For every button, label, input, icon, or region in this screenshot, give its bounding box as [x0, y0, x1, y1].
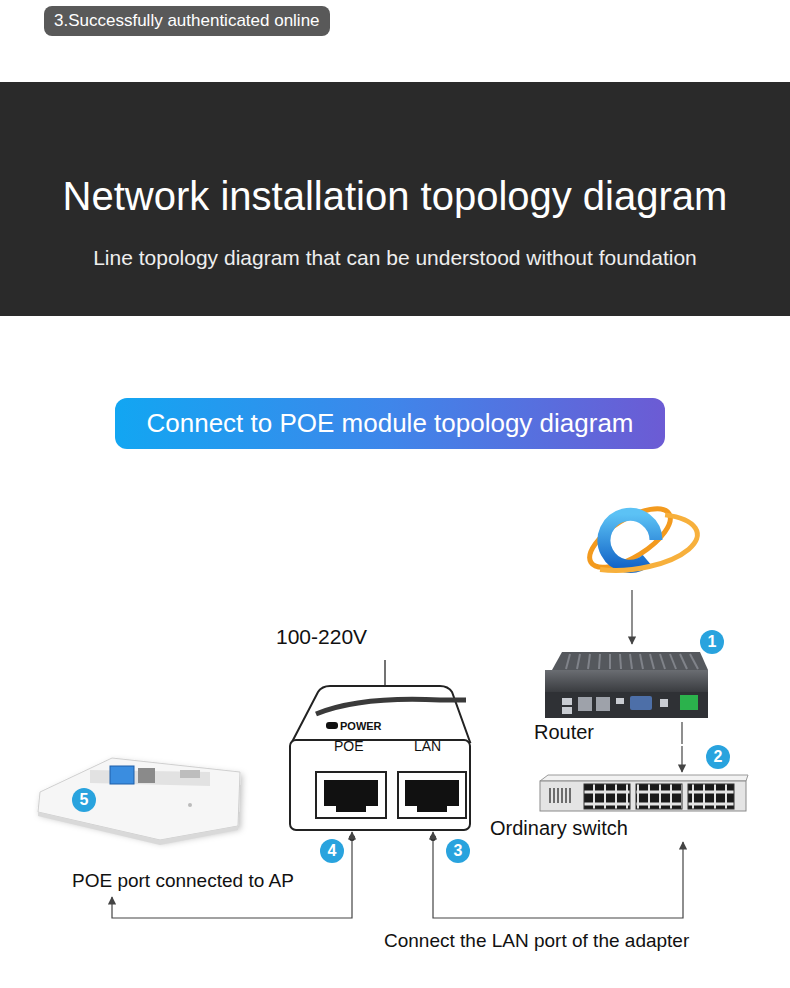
subtitle-text: Line topology diagram that can be unders…	[0, 245, 790, 270]
ap-panel-picture-part	[38, 812, 238, 845]
router-picture-part-part	[670, 654, 676, 669]
router-picture-part	[578, 697, 592, 711]
poe-module-picture-part	[316, 772, 386, 818]
router-picture-part-part	[588, 654, 590, 669]
router-picture-part	[596, 697, 610, 711]
poe-module-picture-part	[326, 722, 338, 729]
poe-module: POWER POE LAN	[290, 684, 470, 832]
internet-logo-part	[581, 498, 679, 579]
router-picture-part	[552, 652, 708, 670]
title-band: Network installation topology diagramLin…	[0, 82, 790, 316]
internet-logo-part	[606, 536, 656, 544]
ap-panel-picture-part	[138, 768, 155, 783]
poe-module-picture-part	[290, 740, 470, 830]
connector-label: Connect the LAN port of the adapter	[384, 930, 689, 953]
callout-number: 1	[700, 630, 724, 654]
device-label: POE port connected to AP	[72, 870, 294, 893]
poe-module-picture-part	[398, 772, 466, 818]
poe-module-picture-part	[405, 780, 459, 812]
switch-picture-part-part	[557, 788, 559, 803]
poe-module-picture	[290, 686, 470, 830]
connector-line	[681, 746, 682, 772]
internet-logo-part	[604, 514, 656, 566]
router-picture-part	[545, 670, 708, 692]
switch-picture	[540, 775, 748, 811]
title-text: Network installation topology diagram	[0, 172, 790, 220]
router-picture-part-part	[609, 654, 611, 669]
switch-picture-part	[540, 775, 748, 781]
voltage-label: 100-220V	[276, 624, 367, 649]
ap-panel-picture-part	[38, 758, 240, 840]
internet-logo	[581, 498, 701, 579]
router-picture-part	[660, 699, 668, 707]
router-picture-part	[630, 696, 652, 710]
router-picture-part-part	[640, 654, 643, 669]
poe-module-picture-part	[316, 699, 466, 714]
poe-module-picture-part	[292, 686, 470, 742]
ap-panel: POE port connected to AP	[30, 755, 330, 897]
port-label: POE	[334, 738, 364, 755]
device-label: Router	[534, 720, 594, 744]
switch-picture-part-part	[565, 788, 567, 803]
switch-picture-part-part	[561, 788, 563, 803]
router-picture-part	[545, 692, 708, 718]
router-picture-part	[562, 707, 572, 714]
internet-wire	[631, 590, 632, 644]
device-label: Ordinary switch	[490, 816, 628, 840]
router-picture-part-part	[577, 654, 580, 669]
switch-picture-part	[688, 784, 734, 809]
status-pill: 3.Successfully authenticated online	[44, 6, 330, 36]
port-label: LAN	[414, 738, 441, 755]
switch-picture-part	[636, 784, 682, 809]
router-picture-part-part	[660, 654, 665, 669]
callout-number: 5	[72, 788, 96, 812]
router-picture-part-part	[630, 654, 632, 669]
switch-picture-part-part	[553, 788, 555, 803]
router-picture-part-part	[599, 654, 600, 669]
router-device: Router	[530, 640, 715, 746]
switch-picture-part-part	[549, 788, 551, 803]
switch-device: Ordinary switch	[486, 772, 748, 842]
router-picture-part	[616, 698, 624, 704]
section-pill: Connect to POE module topology diagram	[115, 398, 665, 449]
router-picture-part-part	[566, 654, 570, 669]
indicator-label: POWER	[340, 720, 382, 733]
router-picture	[545, 652, 708, 718]
callout-number: 3	[446, 839, 470, 863]
router-picture-part-part	[650, 654, 654, 669]
ap-panel-picture	[38, 758, 240, 845]
poe-module-picture-part	[324, 780, 378, 812]
switch-picture-part	[550, 788, 570, 803]
internet-logo-part	[594, 511, 701, 574]
router-picture-part	[680, 695, 698, 710]
switch-picture-part-part	[569, 788, 571, 803]
callout-number: 2	[706, 745, 730, 769]
router-picture-part-part	[680, 654, 687, 669]
section-text: Connect to POE module topology diagram	[146, 408, 633, 439]
ap-panel-picture-part	[180, 770, 200, 778]
callout-number: 4	[320, 839, 344, 863]
connector-line	[433, 832, 683, 918]
router-picture-part	[562, 698, 572, 705]
router-picture-part-part	[620, 654, 621, 669]
switch-picture-part	[584, 784, 630, 809]
ap-panel-picture-part	[110, 766, 134, 784]
router-wire	[681, 722, 682, 744]
switch-picture-part	[540, 781, 746, 811]
router-picture-part-part	[690, 654, 698, 669]
status-text: 3.Successfully authenticated online	[54, 11, 320, 31]
router-picture-part	[566, 654, 698, 669]
ap-panel-picture-part	[188, 803, 192, 807]
